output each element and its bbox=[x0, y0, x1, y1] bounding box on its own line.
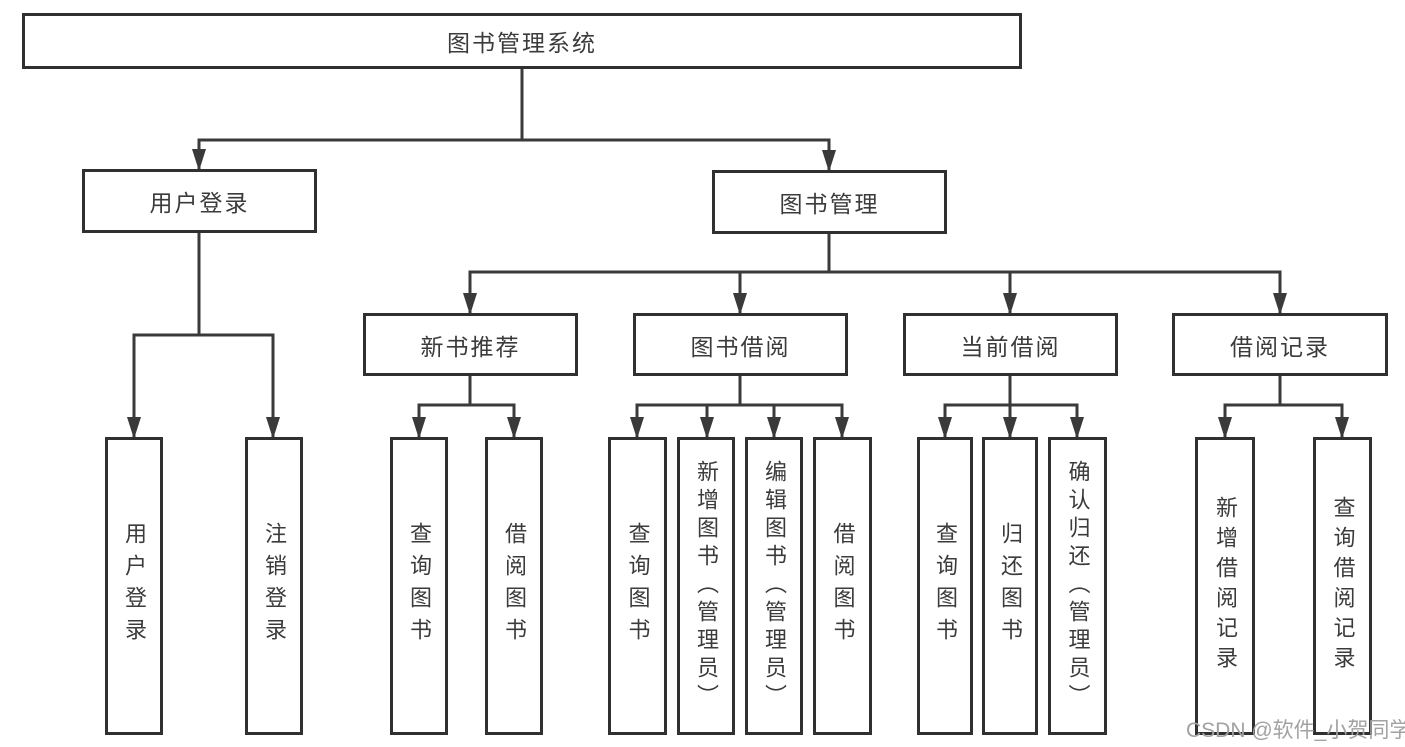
watermark: CSDN @软件_小贺同学 bbox=[1186, 719, 1405, 742]
node-root-label: 图书管理系统 bbox=[447, 30, 597, 56]
leaf-borrowing-query-books: 查询图书 bbox=[608, 437, 667, 735]
leaf-newbook-borrow-books-label: 借阅图书 bbox=[502, 522, 527, 650]
leaf-newbook-query-books-label: 查询图书 bbox=[407, 522, 432, 650]
node-borrowing-records-label: 借阅记录 bbox=[1230, 333, 1330, 360]
leaf-current-return-books: 归还图书 bbox=[982, 437, 1038, 735]
leaf-borrowing-borrow-books: 借阅图书 bbox=[813, 437, 872, 735]
leaf-borrowing-borrow-books-label: 借阅图书 bbox=[830, 522, 856, 650]
leaf-borrowing-query-books-label: 查询图书 bbox=[625, 522, 651, 650]
leaf-current-query-books: 查询图书 bbox=[917, 437, 973, 735]
leaf-current-query-books-label: 查询图书 bbox=[933, 522, 958, 650]
node-book-borrowing-label: 图书借阅 bbox=[690, 333, 791, 360]
leaf-records-query-borrow-record-label: 查询借阅记录 bbox=[1330, 496, 1356, 676]
node-current-borrowing: 当前借阅 bbox=[903, 313, 1118, 376]
leaf-borrowing-edit-books-admin: 编辑图书（管理员） bbox=[745, 437, 803, 735]
leaf-newbook-query-books: 查询图书 bbox=[390, 437, 448, 735]
node-borrowing-records: 借阅记录 bbox=[1172, 313, 1388, 376]
node-root: 图书管理系统 bbox=[22, 13, 1022, 69]
leaf-newbook-borrow-books: 借阅图书 bbox=[485, 437, 543, 735]
leaf-records-add-borrow-record: 新增借阅记录 bbox=[1195, 437, 1255, 735]
leaf-current-return-books-label: 归还图书 bbox=[998, 522, 1023, 650]
leaf-user-login: 用户登录 bbox=[105, 437, 163, 735]
leaf-borrowing-add-books-admin: 新增图书（管理员） bbox=[677, 437, 735, 735]
leaf-current-confirm-return-admin: 确认归还（管理员） bbox=[1048, 437, 1107, 735]
node-user-login-label: 用户登录 bbox=[149, 190, 250, 216]
leaf-logout-label: 注销登录 bbox=[262, 522, 287, 650]
node-new-book-recommendation: 新书推荐 bbox=[363, 313, 578, 376]
leaf-logout: 注销登录 bbox=[245, 437, 303, 735]
leaf-current-confirm-return-admin-label: 确认归还（管理员） bbox=[1065, 460, 1091, 712]
node-book-management: 图书管理 bbox=[712, 170, 947, 234]
node-book-management-label: 图书管理 bbox=[779, 191, 880, 217]
node-new-book-recommendation-label: 新书推荐 bbox=[420, 333, 521, 360]
node-book-borrowing: 图书借阅 bbox=[633, 313, 848, 376]
node-current-borrowing-label: 当前借阅 bbox=[960, 333, 1061, 360]
node-user-login: 用户登录 bbox=[82, 169, 317, 233]
leaf-records-add-borrow-record-label: 新增借阅记录 bbox=[1213, 496, 1238, 676]
leaf-records-query-borrow-record: 查询借阅记录 bbox=[1313, 437, 1372, 735]
leaf-user-login-label: 用户登录 bbox=[122, 522, 147, 650]
leaf-borrowing-add-books-admin-label: 新增图书（管理员） bbox=[694, 460, 719, 712]
leaf-borrowing-edit-books-admin-label: 编辑图书（管理员） bbox=[762, 460, 787, 712]
